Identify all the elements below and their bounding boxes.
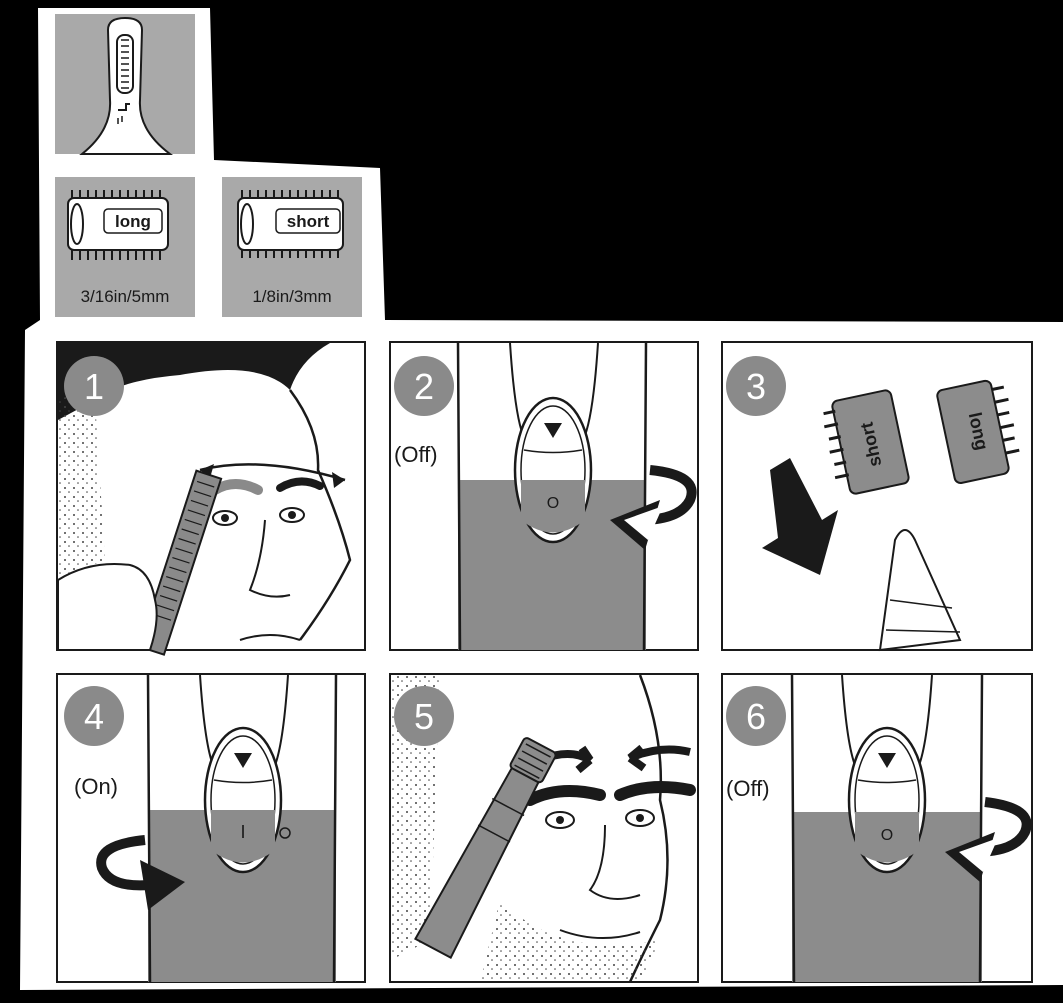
step-6-caption: (Off) — [726, 776, 770, 801]
step-2-switch-off-symbol: O — [547, 495, 559, 512]
step-3-number: 3 — [746, 366, 766, 407]
step-5-panel: 5 — [390, 674, 698, 982]
step-4-switch-on-symbol: I — [240, 822, 245, 842]
trimmer-head-tile — [55, 14, 195, 154]
step-2-panel: O (Off) 2 — [390, 342, 698, 650]
short-comb-label: short — [287, 212, 330, 231]
step-6-panel: O (Off) 6 — [722, 674, 1032, 982]
step-2-caption: (Off) — [394, 442, 438, 467]
step-6-number: 6 — [746, 696, 766, 737]
long-comb-tile: long 3/16in/5mm — [55, 177, 195, 317]
long-comb-size: 3/16in/5mm — [81, 287, 170, 306]
short-comb-tile: short 1/8in/3mm — [222, 177, 362, 317]
step-3-panel: short long 3 — [722, 342, 1032, 650]
step-1-panel: 1 — [57, 342, 365, 655]
step-5-number: 5 — [414, 696, 434, 737]
step-4-caption: (On) — [74, 774, 118, 799]
step-4-panel: I (On) 4 — [57, 674, 365, 982]
long-comb-label: long — [115, 212, 151, 231]
step-1-number: 1 — [84, 366, 104, 407]
step-2-number: 2 — [414, 366, 434, 407]
step-6-switch-off-symbol: O — [881, 827, 893, 844]
step-4-number: 4 — [84, 696, 104, 737]
short-comb-size: 1/8in/3mm — [252, 287, 331, 306]
